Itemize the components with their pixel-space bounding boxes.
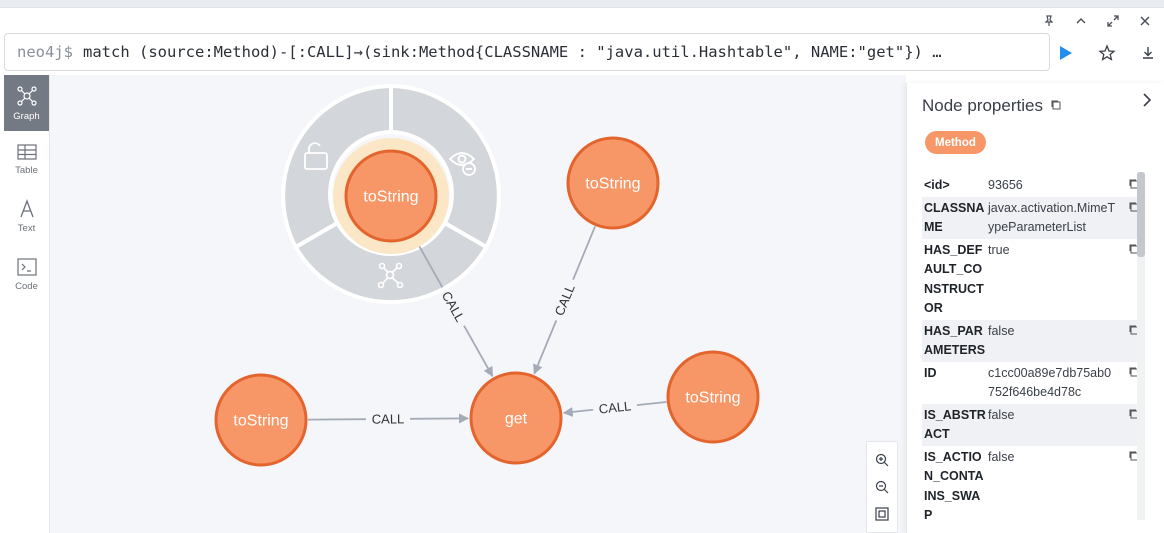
nav-table-label: Table — [15, 164, 38, 176]
top-strip — [0, 0, 1164, 8]
close-icon[interactable] — [1136, 12, 1154, 30]
radial-segment-hide[interactable] — [389, 83, 501, 250]
property-value[interactable]: false — [988, 449, 1015, 464]
property-row: IS_ACTION_CONTAINS_SWAP false — [922, 446, 1140, 525]
node-tostring[interactable]: toString — [666, 350, 760, 444]
node-circle[interactable] — [566, 136, 660, 230]
chevron-right-icon[interactable] — [1138, 91, 1156, 109]
nav-text[interactable]: Text — [4, 188, 49, 244]
node-caption: toString — [363, 189, 418, 206]
relationship-label[interactable]: CALL — [598, 398, 632, 416]
radial-segment-unlock[interactable] — [281, 83, 393, 250]
relationship-label[interactable]: CALL — [372, 411, 405, 426]
expand-icon[interactable] — [377, 262, 404, 289]
nav-code[interactable]: Code — [4, 246, 49, 302]
property-value[interactable]: true — [988, 242, 1010, 257]
property-key: HAS_DEFAULT_CONSTRUCTOR — [924, 242, 984, 316]
nodes-layer: toString toString toString toString get — [214, 136, 760, 467]
node-circle[interactable] — [214, 373, 308, 467]
zoom-in-icon[interactable] — [871, 449, 893, 471]
property-value[interactable]: 93656 — [988, 178, 1023, 192]
property-key: IS_ABSTRACT — [924, 407, 986, 442]
graph-icon — [16, 85, 37, 106]
favorite-button[interactable] — [1096, 42, 1118, 64]
node-caption: toString — [685, 390, 740, 407]
table-icon — [16, 143, 37, 160]
node-caption: toString — [233, 413, 288, 430]
property-value[interactable]: javax.activation.MimeTypeParameterList — [988, 200, 1116, 235]
scrollbar-track[interactable] — [1137, 172, 1145, 520]
expand-icon[interactable] — [1104, 12, 1122, 30]
fit-icon[interactable] — [871, 503, 893, 525]
nav-code-label: Code — [15, 280, 38, 292]
collapse-up-icon[interactable] — [1072, 12, 1090, 30]
node-caption: toString — [585, 176, 640, 193]
property-value[interactable]: c1cc00a89e7db75ab0752f646be4d78c — [988, 365, 1112, 400]
play-icon — [1060, 46, 1072, 60]
node-circle[interactable] — [666, 350, 760, 444]
node-tostring[interactable]: toString — [214, 373, 308, 467]
unlock-icon[interactable] — [304, 142, 328, 170]
editor-prompt: neo4j$ — [17, 43, 73, 61]
property-key: <id> — [924, 178, 950, 192]
relationship-arrow[interactable] — [463, 325, 494, 378]
node-tostring[interactable]: toString — [333, 138, 449, 254]
query-text[interactable]: match (source:Method)-[:CALL]→(sink:Meth… — [83, 43, 942, 61]
copy-icon[interactable] — [1050, 99, 1062, 111]
property-row: HAS_DEFAULT_CONSTRUCTOR true — [922, 239, 1140, 320]
nav-table[interactable]: Table — [4, 131, 49, 187]
run-query-button[interactable] — [1054, 42, 1076, 64]
nav-text-label: Text — [17, 222, 36, 234]
panel-title: Node properties — [922, 96, 1043, 115]
relationship-label[interactable]: CALL — [552, 282, 578, 318]
download-icon — [1143, 47, 1153, 59]
query-editor[interactable]: neo4j$ match (source:Method)-[:CALL]→(si… — [4, 33, 1050, 71]
star-icon — [1098, 44, 1116, 61]
property-value[interactable]: false — [988, 407, 1015, 422]
node-get[interactable]: get — [469, 371, 563, 465]
property-key: IS_ACTION_CONTAINS_SWAP — [924, 449, 984, 523]
hide-icon[interactable] — [448, 152, 476, 176]
property-key: CLASSNAME — [924, 200, 985, 235]
relationship-label[interactable]: CALL — [439, 289, 468, 325]
zoom-out-icon[interactable] — [871, 476, 893, 498]
view-switcher: Graph Table Text Code — [0, 75, 50, 533]
code-icon — [16, 257, 37, 276]
nav-graph-label: Graph — [13, 110, 40, 122]
label-badge-method[interactable]: Method — [925, 131, 986, 154]
relationship-line[interactable] — [572, 226, 596, 281]
node-caption: get — [505, 411, 528, 428]
node-tostring[interactable]: toString — [566, 136, 660, 230]
property-row: ID c1cc00a89e7db75ab0752f646be4d78c — [922, 362, 1140, 404]
radial-menu — [281, 83, 501, 304]
relationship-arrow[interactable] — [533, 320, 558, 375]
download-button[interactable] — [1137, 42, 1159, 64]
nav-graph[interactable]: Graph — [4, 75, 49, 131]
scrollbar-thumb[interactable] — [1137, 172, 1145, 257]
node-circle[interactable] — [344, 149, 438, 243]
text-icon — [19, 198, 34, 217]
property-key: HAS_PARAMETERS — [924, 323, 986, 358]
pin-icon[interactable] — [1040, 12, 1058, 30]
zoom-controls — [866, 441, 898, 533]
property-key: ID — [924, 365, 937, 380]
node-circle[interactable] — [469, 371, 563, 465]
relationship-line[interactable] — [636, 401, 667, 407]
frame-controls — [1040, 12, 1154, 30]
relationship-arrow[interactable] — [562, 406, 594, 417]
property-row: <id> 93656 — [922, 174, 1140, 197]
property-value[interactable]: false — [988, 323, 1015, 338]
